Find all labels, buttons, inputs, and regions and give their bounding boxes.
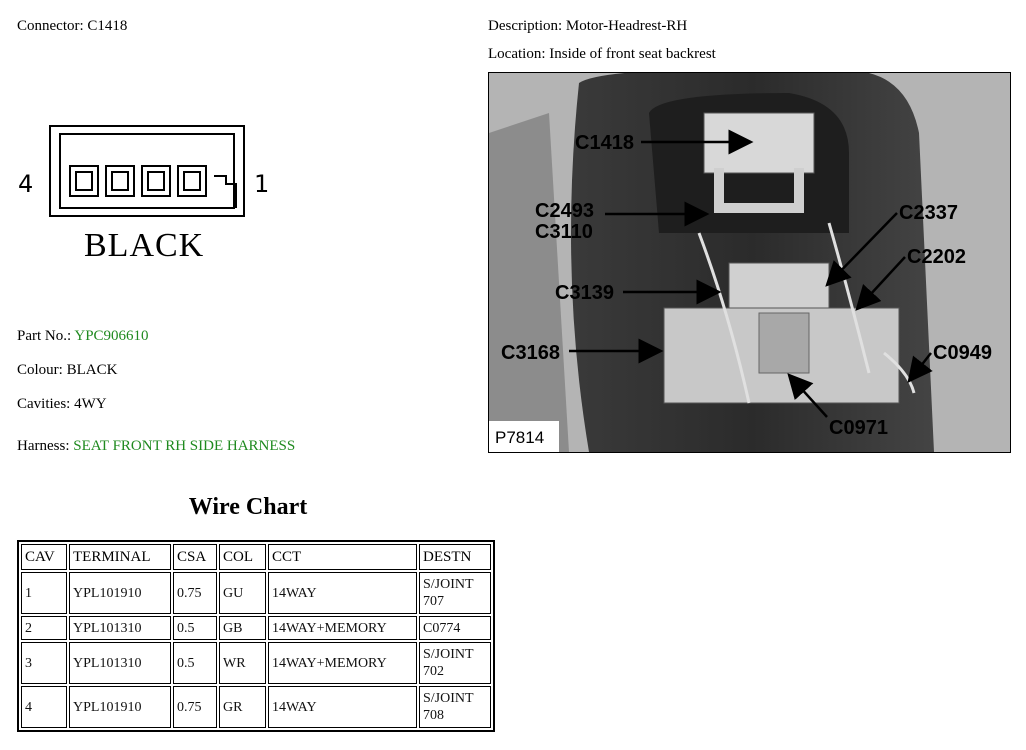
callout-c3139: C3139 (555, 282, 614, 304)
cell-cct: 14WAY+MEMORY (268, 642, 417, 684)
cell-terminal: YPL101910 (69, 572, 171, 614)
table-row: 1 YPL101910 0.75 GU 14WAY S/JOINT 707 (21, 572, 491, 614)
arrow-c0971 (787, 373, 828, 418)
cell-col: WR (219, 642, 266, 684)
cell-destn: S/JOINT 708 (419, 686, 491, 728)
cell-cav: 2 (21, 616, 67, 640)
cell-terminal: YPL101310 (69, 616, 171, 640)
cell-terminal: YPL101310 (69, 642, 171, 684)
callout-c2493: C2493 (535, 200, 594, 222)
cell-col: GB (219, 616, 266, 640)
connector-label: Connector: (17, 18, 84, 34)
callout-c2202: C2202 (907, 246, 966, 268)
cavity-3 (141, 165, 171, 197)
cell-csa: 0.5 (173, 616, 217, 640)
motor-bracket (714, 168, 804, 213)
wire-chart-table: CAV TERMINAL CSA COL CCT DESTN 1 YPL1019… (17, 540, 495, 732)
cavities-line: Cavities: 4WY (17, 396, 107, 413)
table-header-row: CAV TERMINAL CSA COL CCT DESTN (21, 544, 491, 570)
wire-chart-title: Wire Chart (188, 494, 308, 520)
connector-value: C1418 (87, 18, 128, 34)
pin-number-right: 1 (254, 170, 269, 198)
cell-csa: 0.75 (173, 686, 217, 728)
cell-cct: 14WAY (268, 686, 417, 728)
cell-csa: 0.5 (173, 642, 217, 684)
cell-cct: 14WAY+MEMORY (268, 616, 417, 640)
description-label: Description: (488, 18, 563, 34)
pin-number-left: 4 (18, 170, 33, 198)
callout-c0971: C0971 (829, 417, 888, 439)
part-no-label: Part No.: (17, 328, 72, 344)
connector-colour-text: BLACK (84, 227, 204, 264)
callout-arrows (569, 129, 933, 418)
header-csa: CSA (173, 544, 217, 570)
cell-cav: 3 (21, 642, 67, 684)
connector-drawing: 4 1 BLACK (14, 118, 274, 273)
table-row: 4 YPL101910 0.75 GR 14WAY S/JOINT 708 (21, 686, 491, 728)
connector-housing-inner (59, 133, 235, 209)
colour-value: BLACK (66, 362, 118, 378)
arrow-c2337 (825, 212, 898, 287)
motor-housing-low (758, 312, 810, 374)
callout-c3168: C3168 (501, 342, 560, 364)
part-no-line: Part No.: YPC906610 (17, 328, 149, 345)
cavities-value: 4WY (74, 396, 107, 412)
header-cct: CCT (268, 544, 417, 570)
location-value: Inside of front seat backrest (549, 46, 716, 62)
arrow-c0949 (907, 352, 933, 383)
callout-c0949: C0949 (933, 342, 992, 364)
location-photo-svg: C1418 C2493 C3110 C3139 C3168 C2337 C220… (489, 73, 1010, 452)
seat-side-left (489, 113, 569, 452)
callout-c1418: C1418 (575, 132, 634, 154)
header-col: COL (219, 544, 266, 570)
cell-col: GU (219, 572, 266, 614)
table-row: 2 YPL101310 0.5 GB 14WAY+MEMORY C0774 (21, 616, 491, 640)
description-value: Motor-Headrest-RH (565, 18, 688, 34)
cell-csa: 0.75 (173, 572, 217, 614)
connector-key (214, 175, 237, 208)
cell-cav: 1 (21, 572, 67, 614)
part-no-value[interactable]: YPC906610 (74, 328, 149, 344)
location-photo: C1418 C2493 C3110 C3139 C3168 C2337 C220… (488, 72, 1011, 453)
colour-label: Colour: (17, 362, 63, 378)
connector-line: Connector: C1418 (17, 18, 127, 35)
header-destn: DESTN (419, 544, 491, 570)
colour-line: Colour: BLACK (17, 362, 117, 379)
wire-loom-2 (827, 222, 871, 374)
cell-cct: 14WAY (268, 572, 417, 614)
cell-destn: S/JOINT 702 (419, 642, 491, 684)
cell-cav: 4 (21, 686, 67, 728)
cavity-4 (177, 165, 207, 197)
harness-value[interactable]: SEAT FRONT RH SIDE HARNESS (73, 438, 296, 454)
cell-destn: S/JOINT 707 (419, 572, 491, 614)
harness-label: Harness: (17, 438, 70, 454)
connector-face-svg: 4 1 BLACK (18, 125, 269, 264)
callout-c2337: C2337 (899, 202, 958, 224)
location-label: Location: (488, 46, 546, 62)
header-terminal: TERMINAL (69, 544, 171, 570)
photo-id-box (489, 421, 559, 452)
location-line: Location: Inside of front seat backrest (488, 46, 716, 63)
cell-col: GR (219, 686, 266, 728)
photo-id: P7814 (495, 428, 544, 447)
callout-c3110: C3110 (535, 221, 593, 243)
cell-terminal: YPL101910 (69, 686, 171, 728)
cavity-1 (69, 165, 99, 197)
arrow-c2202 (855, 256, 906, 311)
table-row: 3 YPL101310 0.5 WR 14WAY+MEMORY S/JOINT … (21, 642, 491, 684)
cell-destn: C0774 (419, 616, 491, 640)
description-line: Description: Motor-Headrest-RH (488, 18, 687, 35)
connector-housing-outer (49, 125, 245, 217)
wire-loom-3 (883, 351, 916, 394)
cavity-2 (105, 165, 135, 197)
cavities-label: Cavities: (17, 396, 71, 412)
wire-loom-1 (697, 232, 751, 404)
harness-line: Harness: SEAT FRONT RH SIDE HARNESS (17, 438, 295, 455)
header-cav: CAV (21, 544, 67, 570)
